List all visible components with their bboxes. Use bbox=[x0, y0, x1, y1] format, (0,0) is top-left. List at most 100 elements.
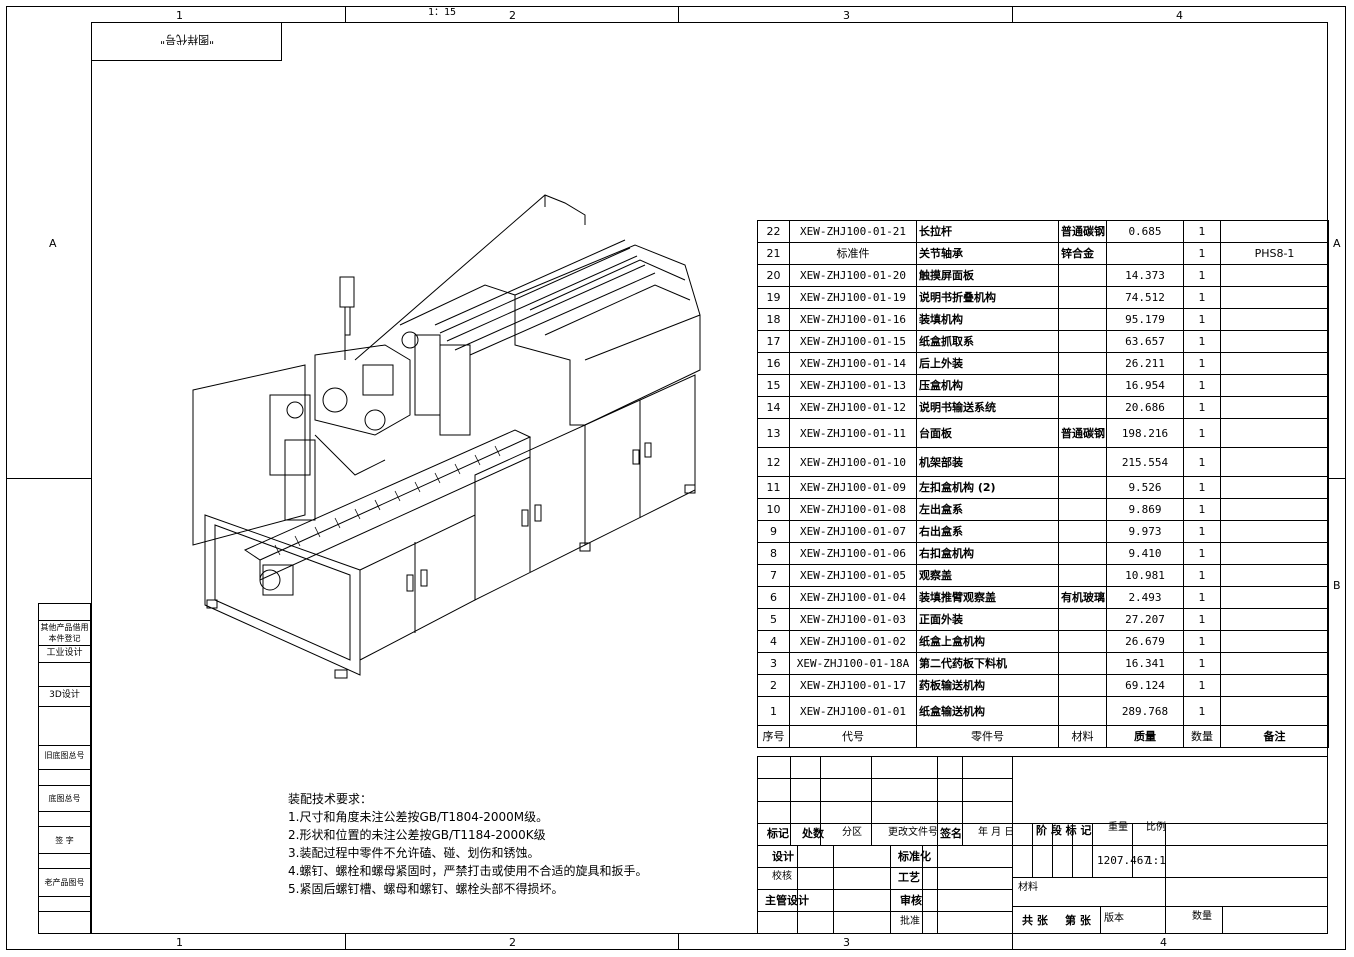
left-label-sign: 签 字 bbox=[55, 836, 74, 845]
bom-cell-note bbox=[1220, 352, 1329, 375]
bom-cell-code: XEW-ZHJ100-01-16 bbox=[789, 308, 917, 331]
bom-header-qty: 数量 bbox=[1183, 725, 1221, 748]
bom-cell-mass: 63.657 bbox=[1106, 330, 1184, 353]
design-label: 设计 bbox=[772, 850, 794, 863]
scale-note: 1：15 bbox=[428, 7, 457, 18]
left-label-old-base: 旧底图总号 bbox=[44, 751, 85, 760]
bom-cell-qty: 1 bbox=[1183, 447, 1221, 477]
bom-cell-mass: 95.179 bbox=[1106, 308, 1184, 331]
bom-cell-mass: 9.973 bbox=[1106, 520, 1184, 543]
bom-cell-code: XEW-ZHJ100-01-10 bbox=[789, 447, 917, 477]
title-rule bbox=[1132, 823, 1133, 877]
bom-header-material: 材料 bbox=[1058, 725, 1107, 748]
bom-cell-mass: 74.512 bbox=[1106, 286, 1184, 309]
left-column bbox=[38, 603, 91, 934]
left-label-industrial: 工业设计 bbox=[46, 648, 83, 658]
bom-cell-name: 长拉杆 bbox=[916, 220, 1059, 243]
title-rule bbox=[1100, 906, 1101, 934]
sheets-total: 共 张 bbox=[1022, 914, 1048, 927]
bom-cell-code: XEW-ZHJ100-01-02 bbox=[789, 630, 917, 653]
title-rule bbox=[797, 845, 798, 934]
bom-cell-qty: 1 bbox=[1183, 396, 1221, 419]
bom-cell-mass: 14.373 bbox=[1106, 264, 1184, 287]
bom-cell-code: XEW-ZHJ100-01-09 bbox=[789, 476, 917, 499]
bom-cell-mass: 9.410 bbox=[1106, 542, 1184, 565]
material-label: 材料 bbox=[1018, 882, 1038, 893]
bom-cell-mass: 215.554 bbox=[1106, 447, 1184, 477]
bom-cell-no: 14 bbox=[757, 396, 790, 419]
title-rule bbox=[1222, 906, 1223, 934]
bom-cell-qty: 1 bbox=[1183, 374, 1221, 397]
bom-cell-name: 观察盖 bbox=[916, 564, 1059, 587]
rev-header-mark: 标记 bbox=[767, 827, 789, 840]
machine-isometric-drawing bbox=[192, 194, 701, 679]
notes-title: 装配技术要求： bbox=[288, 792, 373, 806]
bom-cell-note bbox=[1220, 520, 1329, 543]
approve-label: 批准 bbox=[900, 916, 920, 927]
bom-cell-code: XEW-ZHJ100-01-12 bbox=[789, 396, 917, 419]
bom-cell-qty: 1 bbox=[1183, 586, 1221, 609]
bom-cell-no: 22 bbox=[757, 220, 790, 243]
bom-cell-mass: 26.679 bbox=[1106, 630, 1184, 653]
bom-cell-qty: 1 bbox=[1183, 242, 1221, 265]
bom-cell-material bbox=[1058, 447, 1107, 477]
rev-header-count: 处数 bbox=[802, 827, 824, 840]
left-column-rule bbox=[38, 620, 91, 621]
bom-cell-qty: 1 bbox=[1183, 696, 1221, 726]
zone-divider bbox=[345, 6, 346, 22]
rev-header-sign: 签名 bbox=[940, 827, 962, 840]
weight-value: 1207.467 bbox=[1097, 854, 1150, 867]
bom-cell-note bbox=[1220, 418, 1329, 448]
bom-cell-qty: 1 bbox=[1183, 630, 1221, 653]
rev-header-zone: 分区 bbox=[842, 827, 862, 838]
bom-cell-name: 药板输送机构 bbox=[916, 674, 1059, 697]
bom-cell-qty: 1 bbox=[1183, 418, 1221, 448]
bom-cell-code: XEW-ZHJ100-01-19 bbox=[789, 286, 917, 309]
weight-label: 重量 bbox=[1108, 822, 1128, 833]
bom-header-code: 代号 bbox=[789, 725, 917, 748]
bom-cell-qty: 1 bbox=[1183, 220, 1221, 243]
zone-label-top-3: 3 bbox=[843, 9, 850, 22]
bom-cell-name: 后上外装 bbox=[916, 352, 1059, 375]
bom-cell-name: 第二代药板下料机 bbox=[916, 652, 1059, 675]
bom-cell-material bbox=[1058, 542, 1107, 565]
bom-cell-no: 9 bbox=[757, 520, 790, 543]
bom-cell-no: 17 bbox=[757, 330, 790, 353]
bom-cell-code: XEW-ZHJ100-01-15 bbox=[789, 330, 917, 353]
bom-cell-code: XEW-ZHJ100-01-21 bbox=[789, 220, 917, 243]
standardization-label: 标准化 bbox=[898, 850, 931, 863]
title-rule bbox=[757, 889, 1012, 890]
left-column-rule bbox=[38, 896, 91, 897]
bom-cell-material bbox=[1058, 396, 1107, 419]
title-rule bbox=[757, 778, 1012, 779]
left-column-rule bbox=[38, 911, 91, 912]
left-column-rule bbox=[38, 826, 91, 827]
title-rule bbox=[757, 911, 1012, 912]
bom-cell-name: 右扣盒机构 bbox=[916, 542, 1059, 565]
left-label-3d: 3D设计 bbox=[49, 690, 80, 700]
bom-cell-material bbox=[1058, 674, 1107, 697]
bom-cell-mass bbox=[1106, 242, 1184, 265]
bom-header-name: 零件号 bbox=[916, 725, 1059, 748]
bom-cell-qty: 1 bbox=[1183, 352, 1221, 375]
zone-label-bottom-2: 2 bbox=[509, 936, 516, 949]
bom-cell-material bbox=[1058, 696, 1107, 726]
zone-label-top-4: 4 bbox=[1176, 9, 1183, 22]
bom-cell-material: 普通碳钢 bbox=[1058, 220, 1107, 243]
bom-cell-code: XEW-ZHJ100-01-18A bbox=[789, 652, 917, 675]
title-rule bbox=[1165, 906, 1166, 934]
left-label-old-product: 老产品图号 bbox=[44, 878, 85, 887]
bom-cell-name: 关节轴承 bbox=[916, 242, 1059, 265]
bom-cell-mass: 0.685 bbox=[1106, 220, 1184, 243]
bom-cell-qty: 1 bbox=[1183, 564, 1221, 587]
bom-cell-name: 正面外装 bbox=[916, 608, 1059, 631]
bom-cell-code: XEW-ZHJ100-01-01 bbox=[789, 696, 917, 726]
